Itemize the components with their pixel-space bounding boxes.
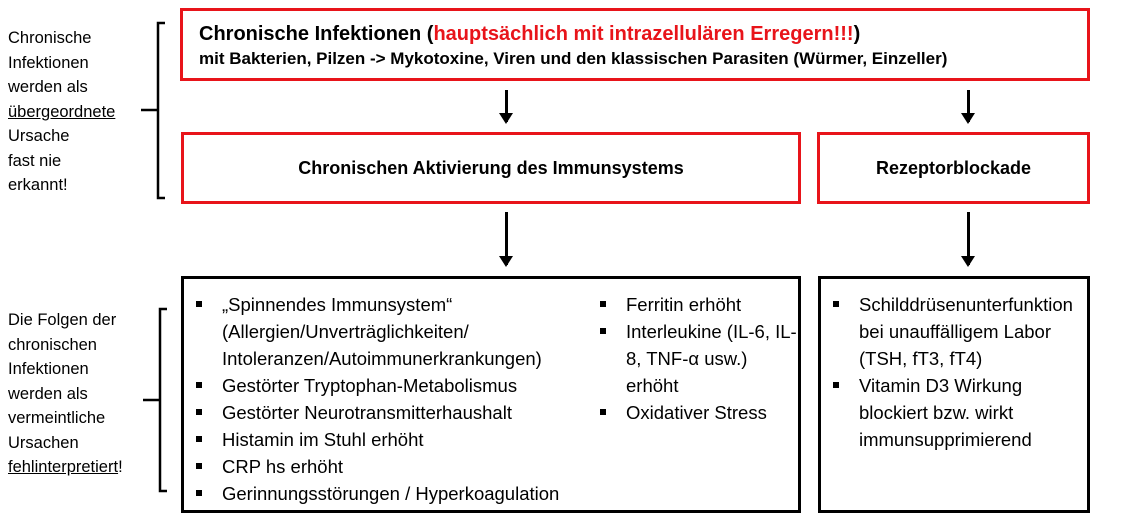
arrow-down-icon: [961, 212, 975, 267]
note-bottom: Die Folgen der chronischen Infektionen w…: [8, 308, 123, 480]
title-close: ): [853, 23, 861, 45]
note-line: vermeintliche: [8, 409, 106, 427]
list-item: Gerinnungsstörungen / Hyperkoagulation: [184, 480, 604, 507]
blockade-effects-box: Schilddrüsenunterfunktion bei unauffälli…: [818, 276, 1090, 513]
title-text: Chronische Infektionen (: [199, 23, 434, 45]
chronic-infections-box: Chronische Infektionen (hauptsächlich mi…: [180, 8, 1090, 81]
title-highlight: hauptsächlich mit intrazellulären Errege…: [433, 23, 854, 45]
list-item: Gestörter Tryptophan-Metabolismus: [184, 372, 604, 399]
note-line: Infektionen: [8, 53, 89, 72]
list-item: Histamin im Stuhl erhöht: [184, 426, 604, 453]
note-line: werden als: [8, 78, 88, 96]
list-item: Oxidativer Stress: [588, 399, 798, 426]
note-line: erkannt!: [8, 176, 68, 194]
list-item: Ferritin erhöht: [588, 291, 798, 318]
list-item: Interleukine (IL-6, IL-8, TNF-α usw.) er…: [588, 318, 798, 399]
consequences-list-1: „Spinnendes Immunsystem“ (Allergien/Unve…: [184, 291, 604, 507]
top-title: Chronische Infektionen (hauptsächlich mi…: [199, 21, 1087, 47]
receptor-blockade-box: Rezeptorblockade: [817, 132, 1090, 204]
arrow-down-icon: [499, 90, 513, 124]
list-item: CRP hs erhöht: [184, 453, 604, 480]
immune-activation-label: Chronischen Aktivierung des Immunsystems: [298, 157, 684, 178]
list-item: „Spinnendes Immunsystem“ (Allergien/Unve…: [184, 291, 604, 372]
note-line: fehlinterpretiert!: [8, 455, 123, 480]
list-item: Gestörter Neurotransmitterhaushalt: [184, 399, 604, 426]
note-line: Infektionen: [8, 360, 89, 378]
brace-bottom: [143, 307, 167, 493]
blockade-effects-list: Schilddrüsenunterfunktion bei unauffälli…: [821, 291, 1083, 453]
brace-top: [141, 21, 165, 200]
note-line: Ursache: [8, 127, 70, 145]
immune-activation-box: Chronischen Aktivierung des Immunsystems: [181, 132, 801, 204]
receptor-blockade-label: Rezeptorblockade: [875, 157, 1032, 178]
arrow-down-icon: [961, 90, 975, 124]
note-line: fast nie: [8, 151, 62, 170]
consequences-box: „Spinnendes Immunsystem“ (Allergien/Unve…: [181, 276, 801, 513]
note-line: chronischen: [8, 335, 97, 354]
note-line: übergeordnete: [8, 102, 116, 121]
consequences-list-2: Ferritin erhöht Interleukine (IL-6, IL-8…: [588, 291, 798, 426]
top-subtitle: mit Bakterien, Pilzen -> Mykotoxine, Vir…: [199, 49, 948, 68]
list-item: Schilddrüsenunterfunktion bei unauffälli…: [821, 291, 1083, 372]
note-line: Chronische: [8, 29, 92, 47]
note-top: Chronische Infektionen werden als überge…: [8, 26, 115, 198]
arrow-down-icon: [499, 212, 513, 267]
note-underlined: fehlinterpretiert: [8, 458, 119, 476]
note-line: Die Folgen der: [8, 311, 117, 329]
note-line: Ursachen: [8, 433, 79, 452]
note-line: werden als: [8, 384, 88, 403]
list-item: Vitamin D3 Wirkung blockiert bzw. wirkt …: [821, 372, 1083, 453]
note-exclaim: !: [118, 458, 123, 476]
